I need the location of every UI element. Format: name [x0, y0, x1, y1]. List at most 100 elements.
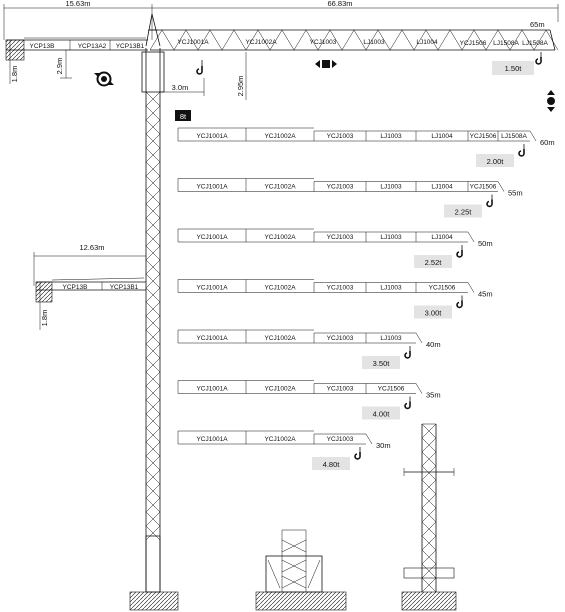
jib-config-length: 55m [508, 189, 523, 198]
main-jib-section: LJ1508A [493, 40, 519, 47]
hook-icon [456, 295, 463, 309]
jib-section-label: YCJ1003 [327, 335, 354, 342]
jib-section-label: YCJ1506 [378, 386, 405, 393]
jib-config-tip-load: 2.52t [425, 258, 443, 267]
hook-icon [518, 144, 525, 157]
main-jib-section: LJ1004 [416, 39, 438, 46]
jib-section-label: YCJ1002A [264, 133, 296, 140]
jib-section-label: YCJ1003 [327, 234, 354, 241]
crane-mast [129, 48, 179, 611]
jib-section-label: YCJ1002A [264, 234, 296, 241]
jib-section-label: LJ1003 [380, 285, 402, 292]
jib-tip [365, 433, 373, 445]
jib-section-label: LJ1508A [501, 133, 527, 140]
jib-section-label: LJ1003 [380, 234, 402, 241]
jib-tip [497, 181, 505, 192]
hook-icon [354, 447, 361, 460]
side-mast-lacing [421, 423, 437, 593]
jib-config-load-badge [414, 305, 452, 319]
jib-config-tip-load: 2.25t [455, 208, 473, 217]
hook-icon [196, 60, 203, 75]
jib-section-label: YCJ1002A [264, 436, 296, 443]
jib-section-label: YCJ1002A [264, 184, 296, 191]
counter-jib-section: YCP13B [30, 43, 55, 50]
counter-jib-length: 15.63m [65, 0, 90, 8]
main-jib-section: LJ1508A [522, 40, 548, 47]
jib-tip [529, 130, 537, 142]
jib-config-load-badge [476, 154, 514, 167]
hook-icon [486, 194, 493, 208]
jib-section-label: LJ1003 [380, 133, 402, 140]
main-jib-section: YCJ1506 [460, 40, 487, 47]
hook-icon [404, 396, 411, 410]
counter-jib-section: YCP13B1 [116, 43, 145, 50]
short-counter-jib: 12.63m YCP13B YCP13B1 1.8m [33, 243, 146, 330]
hook-height-label: 2.95m [236, 76, 245, 97]
main-jib-section: YCJ1001A [177, 39, 209, 46]
jib-section-label: YCJ1001A [196, 386, 228, 393]
jib-section-label: YCJ1003 [327, 386, 354, 393]
jib-config-tip-load: 3.50t [373, 359, 391, 368]
ballast-height-label-2: 1.8m [40, 310, 49, 327]
main-jib-length: 66.83m [327, 0, 352, 8]
jib-config-load-badge [362, 356, 400, 369]
jib-section-label: YCJ1002A [264, 285, 296, 292]
jib-config-row: YCJ1001A YCJ1002A YCJ1003 LJ1003 LJ1004 50m 2.… [177, 228, 493, 268]
jib-tip [415, 332, 423, 344]
hook-icon [535, 52, 542, 65]
jib-config-load-badge [312, 457, 350, 470]
short-counter-jib-length: 12.63m [79, 243, 104, 252]
main-jib-section: LJ1003 [363, 39, 385, 46]
crane-mast-side-view [401, 423, 457, 611]
jib-config-length: 40m [426, 340, 441, 349]
jib-config-load-badge [444, 204, 482, 218]
jib-section-label: YCJ1002A [264, 386, 296, 393]
main-jib: YCJ1001A YCJ1002A YCJ1003 LJ1003 LJ1004 … [149, 20, 559, 51]
main-jib-tip-load: 1.50t [505, 64, 523, 73]
counter-jib: YCP13B YCP13A2 YCP13B1 1.8m 2.9m [5, 37, 148, 84]
main-jib-length-label: 65m [530, 20, 545, 29]
jib-section-label: YCJ1002A [264, 335, 296, 342]
jib-section-label: YCJ1506 [470, 133, 497, 140]
jib-section-label: LJ1004 [431, 184, 453, 191]
main-jib-section: YCJ1003 [310, 39, 337, 46]
ballast-height-label: 1.8m [10, 66, 19, 83]
jib-config-load-badge [362, 406, 400, 420]
jib-section-label: YCJ1506 [429, 285, 456, 292]
max-load-text: 8t [180, 112, 187, 121]
jib-section-label: YCJ1001A [196, 234, 228, 241]
jib-config-length: 50m [478, 239, 493, 248]
jib-section-label: YCJ1003 [327, 184, 354, 191]
hoist-up-down-icon [547, 90, 555, 112]
short-counter-jib-section: YCP13B1 [110, 284, 139, 291]
main-jib-section: YCJ1002A [245, 39, 277, 46]
jib-tip [467, 282, 475, 293]
jib-config-tip-load: 4.80t [323, 460, 341, 469]
trolley-offset-label: 3.0m [172, 83, 189, 92]
jib-tip [467, 231, 475, 243]
jib-tip [415, 383, 423, 394]
top-dimensions: 15.63m 66.83m [3, 0, 559, 40]
jib-section-label: LJ1004 [431, 234, 453, 241]
jib-section-label: YCJ1003 [327, 436, 354, 443]
jib-section-label: YCJ1003 [327, 285, 354, 292]
jib-section-label: YCJ1003 [327, 133, 354, 140]
trolley-travel-icon [315, 60, 337, 68]
main-jib-load-badge: 1.50t [492, 61, 534, 75]
rotation-icon [94, 71, 114, 87]
mast-lacing [145, 91, 161, 541]
hook-icon [456, 245, 463, 258]
jib-config-load-badge [414, 255, 452, 268]
jib-section-label: YCJ1001A [196, 184, 228, 191]
max-load-badge: 8t [175, 110, 191, 121]
jib-section-label: YCJ1001A [196, 133, 228, 140]
jib-truss-lacing [149, 29, 559, 51]
jib-config-length: 60m [540, 138, 555, 147]
jib-section-label: LJ1003 [380, 184, 402, 191]
